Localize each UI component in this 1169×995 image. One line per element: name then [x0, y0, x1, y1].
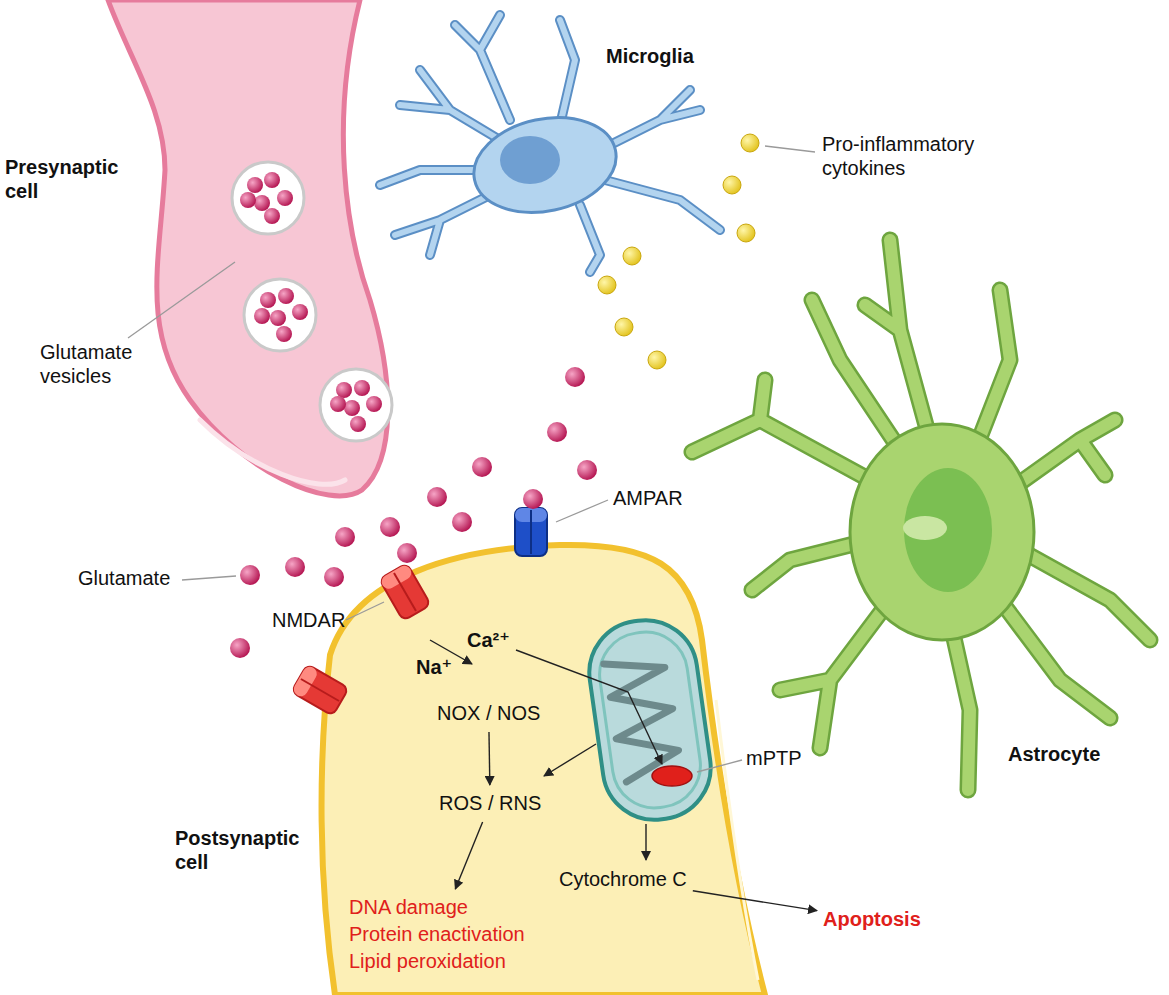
- step-text: Protein enactivation: [349, 921, 525, 948]
- label-text: mPTP: [746, 746, 802, 770]
- astrocyte-nucleus: [904, 468, 992, 592]
- nmda-receptor: [291, 664, 349, 716]
- astrocyte-process-fill: [692, 240, 1150, 790]
- microglia-nucleus: [500, 136, 560, 184]
- mitochondrion: [583, 613, 718, 826]
- microglia-cell: [380, 15, 720, 272]
- postsynaptic-neuron: [322, 545, 765, 995]
- step-text: Lipid peroxidation: [349, 948, 525, 975]
- microglia-body: [465, 105, 625, 225]
- step-text: NOX / NOS: [437, 700, 540, 727]
- label-text: Astrocyte: [1008, 742, 1100, 766]
- vesicle: [320, 369, 392, 441]
- step-text: Apoptosis: [823, 906, 921, 933]
- pathway-arrow: [693, 891, 817, 911]
- astrocyte-cell: [692, 240, 1150, 790]
- astrocyte-process: [692, 240, 1150, 790]
- cell-membrane: [322, 545, 765, 995]
- label-text: Na⁺: [416, 655, 452, 679]
- label-text: Glutamate: [78, 566, 170, 590]
- vesicle: [232, 162, 304, 234]
- label-text: Presynaptic cell: [5, 155, 130, 203]
- pathway-arrow: [455, 822, 482, 889]
- microglia-process-fill: [380, 15, 720, 272]
- nmda-receptor: [379, 563, 431, 621]
- microglia-process: [380, 15, 720, 272]
- step-text: ROS / RNS: [439, 790, 541, 817]
- vesicle: [244, 279, 316, 351]
- pathway-step: Apoptosis: [820, 904, 924, 935]
- step-text: Cytochrome C: [559, 866, 687, 893]
- nucleus-highlight: [903, 516, 947, 540]
- label-text: NMDAR: [272, 608, 345, 632]
- pathway-arrow: [488, 732, 490, 785]
- membrane-highlight: [716, 700, 758, 980]
- membrane-highlight: [200, 420, 345, 484]
- cytokine-dots: [598, 134, 759, 369]
- astrocyte-body: [850, 424, 1034, 640]
- label-text: Ca²⁺: [467, 628, 510, 652]
- presynaptic-terminal: [108, 0, 392, 496]
- mptp-pore: [652, 766, 692, 786]
- leader-lines: [128, 146, 815, 772]
- pathway-arrows: [430, 640, 662, 860]
- label-text: Postsynaptic cell: [175, 826, 310, 874]
- step-text: DNA damage: [349, 894, 525, 921]
- pathway-step: DNA damageProtein enactivationLipid pero…: [346, 892, 528, 977]
- pathway-step: NOX / NOS: [434, 698, 543, 729]
- pathway-step: ROS / RNS: [436, 788, 544, 819]
- ampa-receptor: [515, 508, 547, 556]
- glutamate-dots: [230, 367, 597, 658]
- label-text: Microglia: [606, 44, 694, 68]
- vesicle-glutamate: [240, 172, 382, 432]
- pathway-step: Cytochrome C: [556, 864, 690, 895]
- label-text: Pro-inflammatory cytokines: [822, 132, 997, 180]
- label-text: AMPAR: [613, 486, 683, 510]
- label-text: Glutamate vesicles: [40, 340, 150, 388]
